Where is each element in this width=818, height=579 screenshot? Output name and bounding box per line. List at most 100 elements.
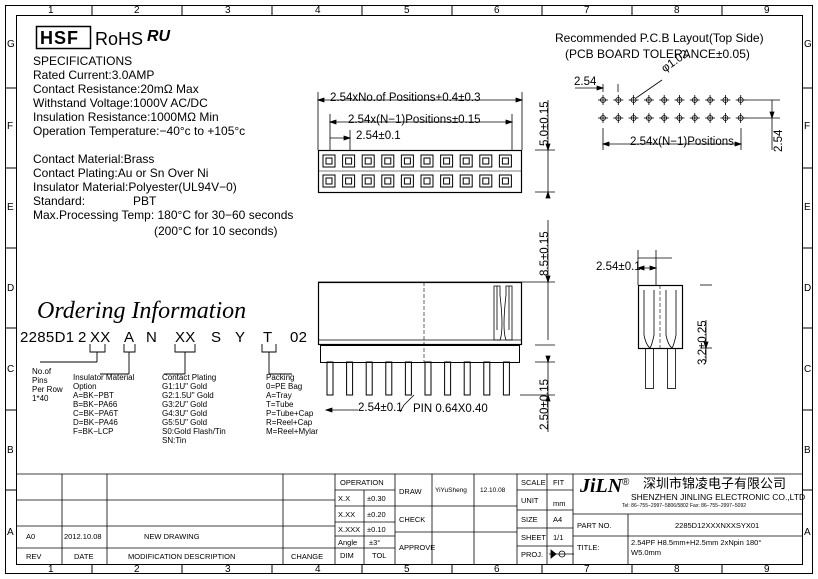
- ordering-code-rows: 2: [78, 329, 87, 346]
- zone-left-c: C: [7, 364, 15, 375]
- contact-cell-inner: [345, 157, 353, 165]
- overall-length-dim: 2.54xNo.of Positions+0.4±0.3: [330, 92, 481, 104]
- spec-title: SPECIFICATIONS: [33, 54, 133, 68]
- contact-cell-inner: [482, 157, 490, 165]
- contact-cell-inner: [364, 157, 372, 165]
- pcb-row-pitch-label: 2.54x(N−1)Positions: [630, 136, 734, 148]
- body-height-dim: 8.5±0.15: [539, 231, 551, 276]
- spec-insulation-resistance: Insulation Resistance:1000MΩ Min: [33, 110, 219, 124]
- zone-bottom-4: 4: [315, 564, 321, 575]
- zone-top-1: 1: [48, 5, 54, 16]
- contact-cell-inner: [443, 157, 451, 165]
- company-name-en: SHENZHEN JINLING ELECTRONIC CO.,LTD: [631, 492, 806, 502]
- zone-top-9: 9: [764, 5, 770, 16]
- rev-description-value: NEW DRAWING: [144, 532, 200, 541]
- spec-insulator-material: Insulator Material:Polyester(UL94V−0): [33, 180, 237, 194]
- zone-right-f: F: [804, 121, 811, 132]
- contact-cell: [381, 174, 395, 188]
- ordering-option-pins: No.of Pins Per Row 1*40: [32, 367, 63, 403]
- end-view-height-dim: 3.2±0.25: [697, 320, 709, 365]
- zone-right-c: C: [804, 364, 812, 375]
- zone-left-d: D: [7, 283, 15, 294]
- zone-top-6: 6: [494, 5, 500, 16]
- tb-sheet-label: SHEET: [521, 533, 547, 542]
- pin-tail: [502, 361, 510, 396]
- zone-right-a: A: [804, 527, 811, 538]
- spec-standard-label: Standard:: [33, 194, 86, 208]
- side-pitch-dim: 2.54±0.1: [358, 402, 403, 414]
- contact-cell-inner: [364, 177, 372, 185]
- contact-cell-inner: [501, 177, 509, 185]
- tb-drawer: YiYuSheng: [435, 487, 467, 494]
- pin-tail: [463, 361, 471, 396]
- tb-sheet-value: 1/1: [553, 533, 564, 542]
- zone-left-g: G: [7, 39, 15, 50]
- hsf-logo: HSF: [40, 28, 79, 48]
- company-name-cn: 深圳市锦凌电子有限公司: [643, 476, 787, 491]
- zone-right-e: E: [804, 202, 811, 213]
- zone-bottom-8: 8: [674, 564, 680, 575]
- zone-bottom-9: 9: [764, 564, 770, 575]
- pcb-pitch-label: 2.54: [574, 76, 597, 88]
- spec-max-processing-2: (200°C for 10 seconds): [154, 224, 278, 238]
- ordering-code-n: N: [146, 329, 158, 346]
- zone-bottom-5: 5: [404, 564, 410, 575]
- spec-contact-plating: Contact Plating:Au or Sn Over Ni: [33, 166, 209, 180]
- contact-cell: [479, 174, 493, 188]
- spec-max-processing: Max.Processing Temp: 180°C for 30−60 sec…: [33, 208, 294, 222]
- tb-part-no: 2285D12XXXNXXSYX01: [675, 521, 760, 530]
- tb-draw-date: 12.10.08: [480, 487, 506, 494]
- tb-scale-value: FIT: [553, 478, 565, 487]
- contact-cell: [420, 154, 434, 168]
- pin-tail: [424, 361, 432, 396]
- ordering-code-y: Y: [235, 329, 246, 346]
- ordering-option-plating: Contact Plating G1:1U" Gold G2:1.5U" Gol…: [162, 373, 226, 445]
- registered-icon: ®: [622, 477, 630, 488]
- contact-cell: [440, 154, 454, 168]
- ordering-code-s: S: [211, 329, 222, 346]
- contact-cell-inner: [403, 177, 411, 185]
- modification-header: MODIFICATION DESCRIPTION: [128, 552, 236, 561]
- zone-left-f: F: [7, 121, 14, 132]
- contact-cell: [498, 174, 512, 188]
- spec-rated-current: Rated Current:3.0AMP: [33, 68, 155, 82]
- spec-contact-resistance: Contact Resistance:20mΩ Max: [33, 82, 199, 96]
- contact-cell: [342, 154, 356, 168]
- tb-scale-label: SCALE: [521, 478, 546, 487]
- zone-top-3: 3: [225, 5, 231, 16]
- contact-cell-inner: [462, 157, 470, 165]
- tb-proj-label: PROJ.: [521, 550, 544, 559]
- ul-recognized-logo: RU: [147, 28, 171, 45]
- rev-header: REV: [26, 552, 42, 561]
- tb-tol-label: TOL: [372, 551, 387, 560]
- rev-date-value: 2012.10.08: [64, 532, 102, 541]
- tb-draw-label: DRAW: [399, 487, 422, 496]
- zone-bottom-2: 2: [134, 564, 140, 575]
- pin-tail: [444, 361, 452, 396]
- tb-unit-label: UNIT: [521, 496, 539, 505]
- tb-size-value: A4: [553, 515, 563, 524]
- contact-cell-inner: [482, 177, 490, 185]
- company-logo: JiLN: [580, 475, 623, 497]
- positions-length-dim: 2.54x(N−1)Positions±0.15: [348, 114, 481, 126]
- contact-cell: [381, 154, 395, 168]
- zone-right-g: G: [804, 39, 812, 50]
- zone-top-8: 8: [674, 5, 680, 16]
- pcb-row-spacing-label: 2.54: [773, 129, 785, 152]
- tb-tol-xxxx: X.XXX: [338, 525, 361, 534]
- zone-bottom-3: 3: [225, 564, 231, 575]
- ordering-title: Ordering Information: [37, 298, 247, 324]
- ordering-code-packing: T: [263, 329, 273, 346]
- pin-tail: [385, 361, 393, 396]
- pin-tail: [404, 361, 412, 396]
- pcb-layout-title: Recommended P.C.B Layout(Top Side): [555, 31, 764, 45]
- pin-tail: [483, 361, 491, 396]
- tb-check-label: CHECK: [399, 515, 426, 524]
- tb-tol-angle: Angle: [338, 538, 358, 547]
- tb-part-no-label: PART NO.: [577, 521, 612, 530]
- tb-title-line1: 2.54PF H8.5mm+H2.5mm 2xNpin 180°: [631, 538, 762, 547]
- tb-tol-xx-val: ±0.30: [367, 494, 386, 503]
- tb-tol-xxx-val: ±0.20: [367, 510, 386, 519]
- contact-cell: [322, 174, 336, 188]
- spec-contact-material: Contact Material:Brass: [33, 152, 155, 166]
